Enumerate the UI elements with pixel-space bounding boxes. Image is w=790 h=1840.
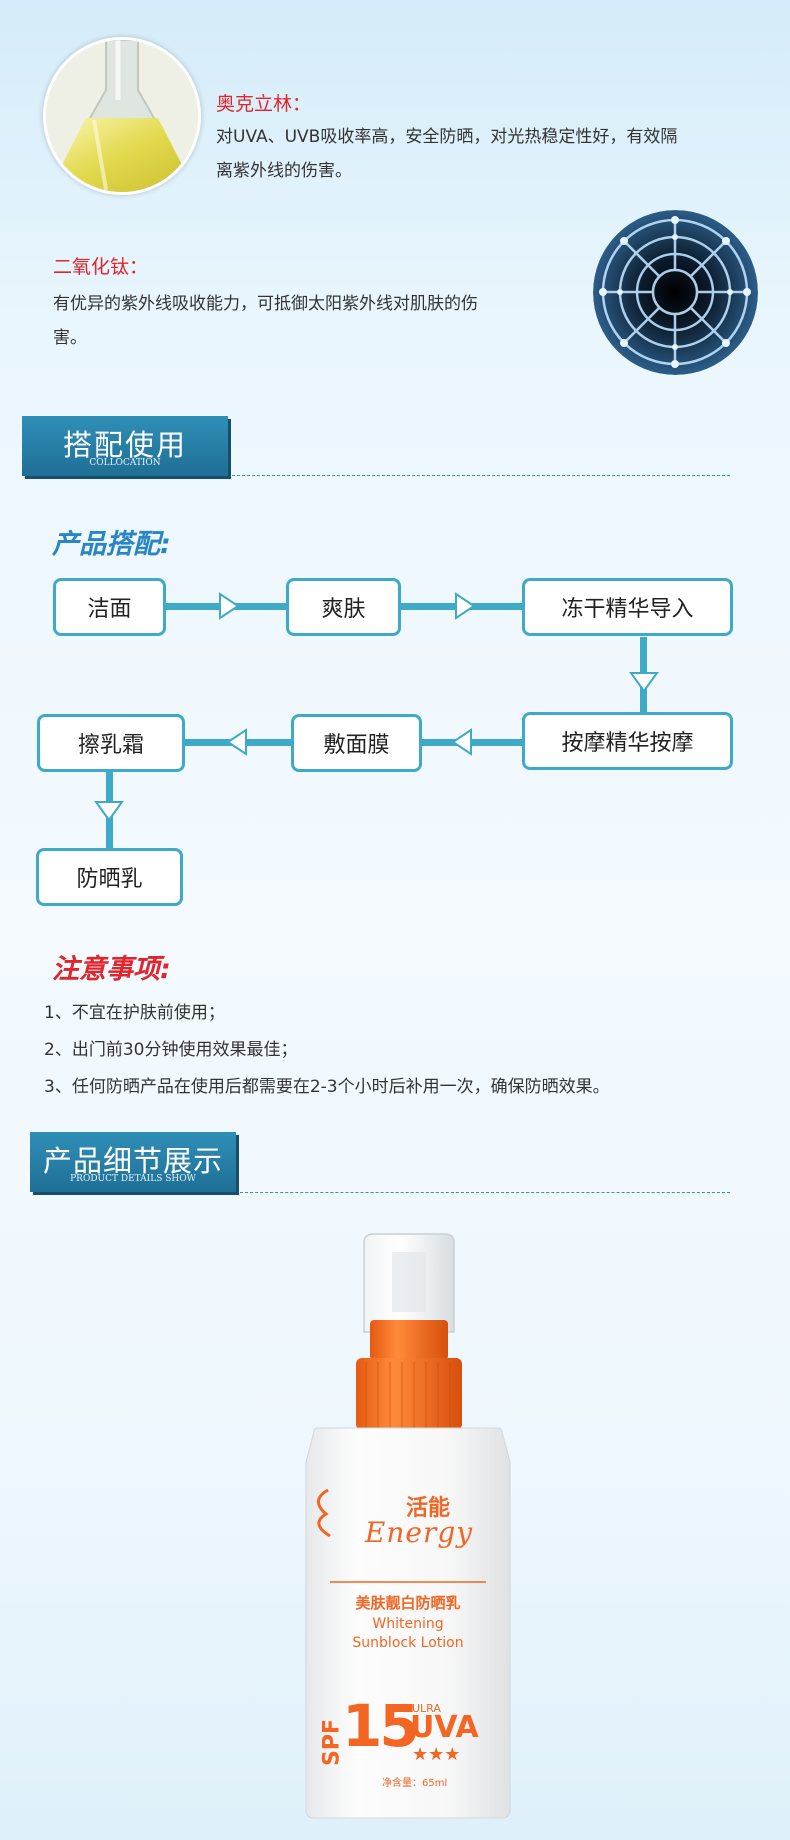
note-item: 2、出门前30分钟使用效果最佳； [44, 1040, 298, 1060]
product-name-en: Whitening [372, 1616, 444, 1632]
ingredient-desc-line: 害。 [53, 328, 87, 348]
uva-label: UVA [410, 1710, 479, 1745]
net-volume: 净含量：65ml [382, 1778, 448, 1789]
flask-image [43, 37, 201, 195]
brand-cn: 活能 [406, 1496, 451, 1521]
ingredient-desc-line: 对UVA、UVB吸收率高，安全防晒，对光热稳定性好，有效隔 [216, 127, 678, 147]
section-header-collocation: 搭配使用 COLLOCATION [22, 416, 228, 476]
note-item: 1、不宜在护肤前使用； [44, 1003, 225, 1023]
notes-title: 注意事项: [52, 954, 171, 985]
section-title: 产品细节展示 [42, 1144, 223, 1178]
arrow-down-icon [94, 801, 124, 822]
product-name-en: Sunblock Lotion [352, 1635, 464, 1651]
product-bottle: 活能 Energy 美肤靓白防晒乳 Whitening Sunblock Lot… [300, 1232, 516, 1820]
flow-step: 按摩精华按摩 [522, 712, 733, 770]
ulra-label: ULRA [412, 1702, 441, 1715]
section-header-product-details: 产品细节展示 PRODUCT DETAILS SHOW [30, 1132, 236, 1192]
ingredient-desc: 对UVA、UVB吸收率高，安全防晒，对光热稳定性好，有效隔 离紫外线的伤害。 [216, 120, 776, 188]
product-name-cn: 美肤靓白防晒乳 [355, 1594, 461, 1612]
ingredient-desc: 有优异的紫外线吸收能力，可抵御太阳紫外线对肌肤的伤 害。 [53, 287, 613, 355]
spf-label: SPF [319, 1719, 345, 1766]
arrow-right-icon [219, 592, 240, 620]
flow-step: 洁面 [53, 578, 166, 636]
section-divider [232, 475, 730, 476]
flow-step: 防晒乳 [36, 848, 183, 906]
ingredient-name: 二氧化钛： [53, 256, 149, 278]
flow-step: 爽肤 [286, 578, 401, 636]
section-subtitle: COLLOCATION [89, 458, 161, 468]
section-subtitle: PRODUCT DETAILS SHOW [70, 1174, 196, 1184]
ingredient-desc-line: 有优异的紫外线吸收能力，可抵御太阳紫外线对肌肤的伤 [53, 294, 478, 314]
note-item: 3、任何防晒产品在使用后都需要在2-3个小时后补用一次，确保防晒效果。 [44, 1077, 610, 1097]
molecule-tunnel-image [593, 210, 758, 375]
arrow-down-icon [629, 672, 659, 693]
rating-stars: ★★★ [412, 1744, 461, 1765]
collocation-subhead: 产品搭配: [52, 529, 171, 560]
arrow-left-icon [451, 728, 472, 756]
flow-step: 敷面膜 [291, 714, 422, 772]
section-divider [240, 1192, 730, 1193]
ingredient-name: 奥克立林： [216, 93, 312, 115]
flow-step: 擦乳霜 [37, 714, 185, 772]
spf-value: 15 [342, 1692, 420, 1760]
arrow-right-icon [455, 592, 476, 620]
section-title: 搭配使用 [62, 428, 187, 462]
brand-en: Energy [364, 1516, 474, 1549]
ingredient-desc-line: 离紫外线的伤害。 [216, 161, 352, 181]
arrow-left-icon [226, 728, 247, 756]
flow-step: 冻干精华导入 [522, 578, 733, 636]
